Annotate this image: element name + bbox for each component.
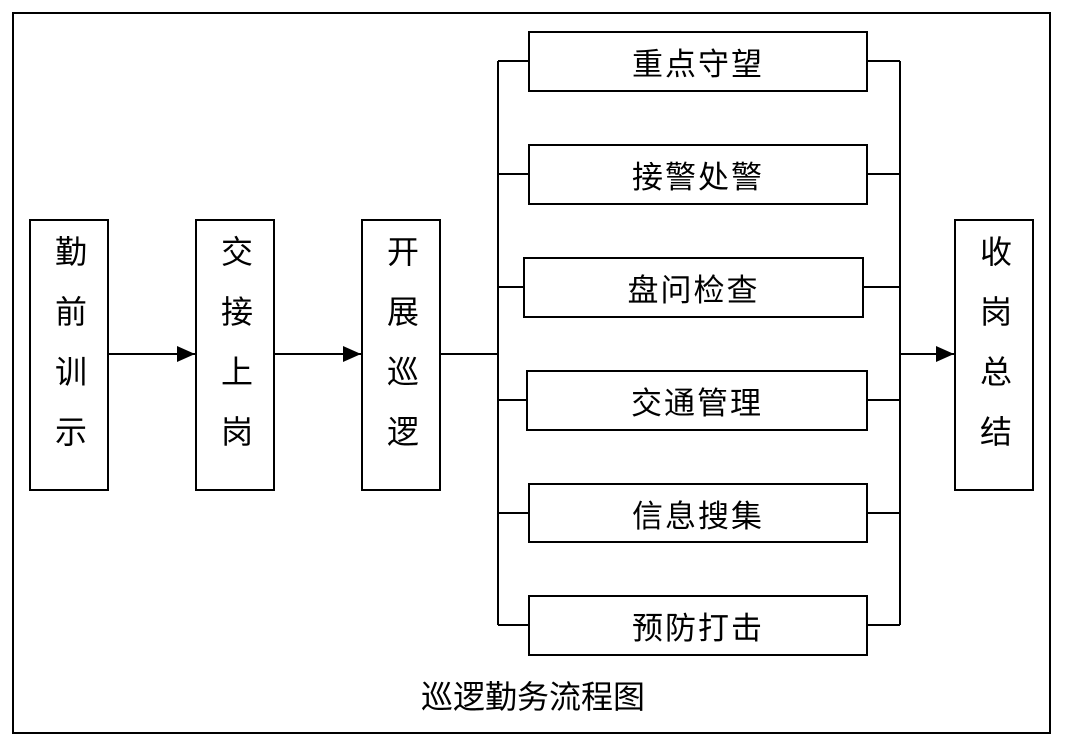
task-box-1: 重点守望 [528,31,868,92]
step-box-3: 开展巡逻 [361,219,441,491]
task-label: 信息搜集 [632,498,764,535]
task-box-6: 预防打击 [528,595,868,656]
task-box-4: 交通管理 [526,370,868,431]
step-box-1: 勤前训示 [29,219,109,491]
task-box-2: 接警处警 [528,144,868,205]
task-box-5: 信息搜集 [528,483,868,543]
task-label: 接警处警 [632,160,764,196]
task-box-3: 盘问检查 [523,257,864,318]
step-label-4: 收岗总结 [975,235,1013,475]
diagram-title: 巡逻勤务流程图 [420,678,645,716]
step-label-1: 勤前训示 [50,235,88,475]
task-label: 重点守望 [632,47,764,83]
task-label: 交通管理 [631,386,763,422]
task-label: 预防打击 [632,611,764,647]
step-box-2: 交接上岗 [195,219,275,491]
task-label: 盘问检查 [627,273,760,309]
diagram-frame [12,12,1051,734]
step-label-2: 交接上岗 [216,235,254,475]
step-box-4: 收岗总结 [954,219,1034,491]
step-label-3: 开展巡逻 [382,235,420,475]
